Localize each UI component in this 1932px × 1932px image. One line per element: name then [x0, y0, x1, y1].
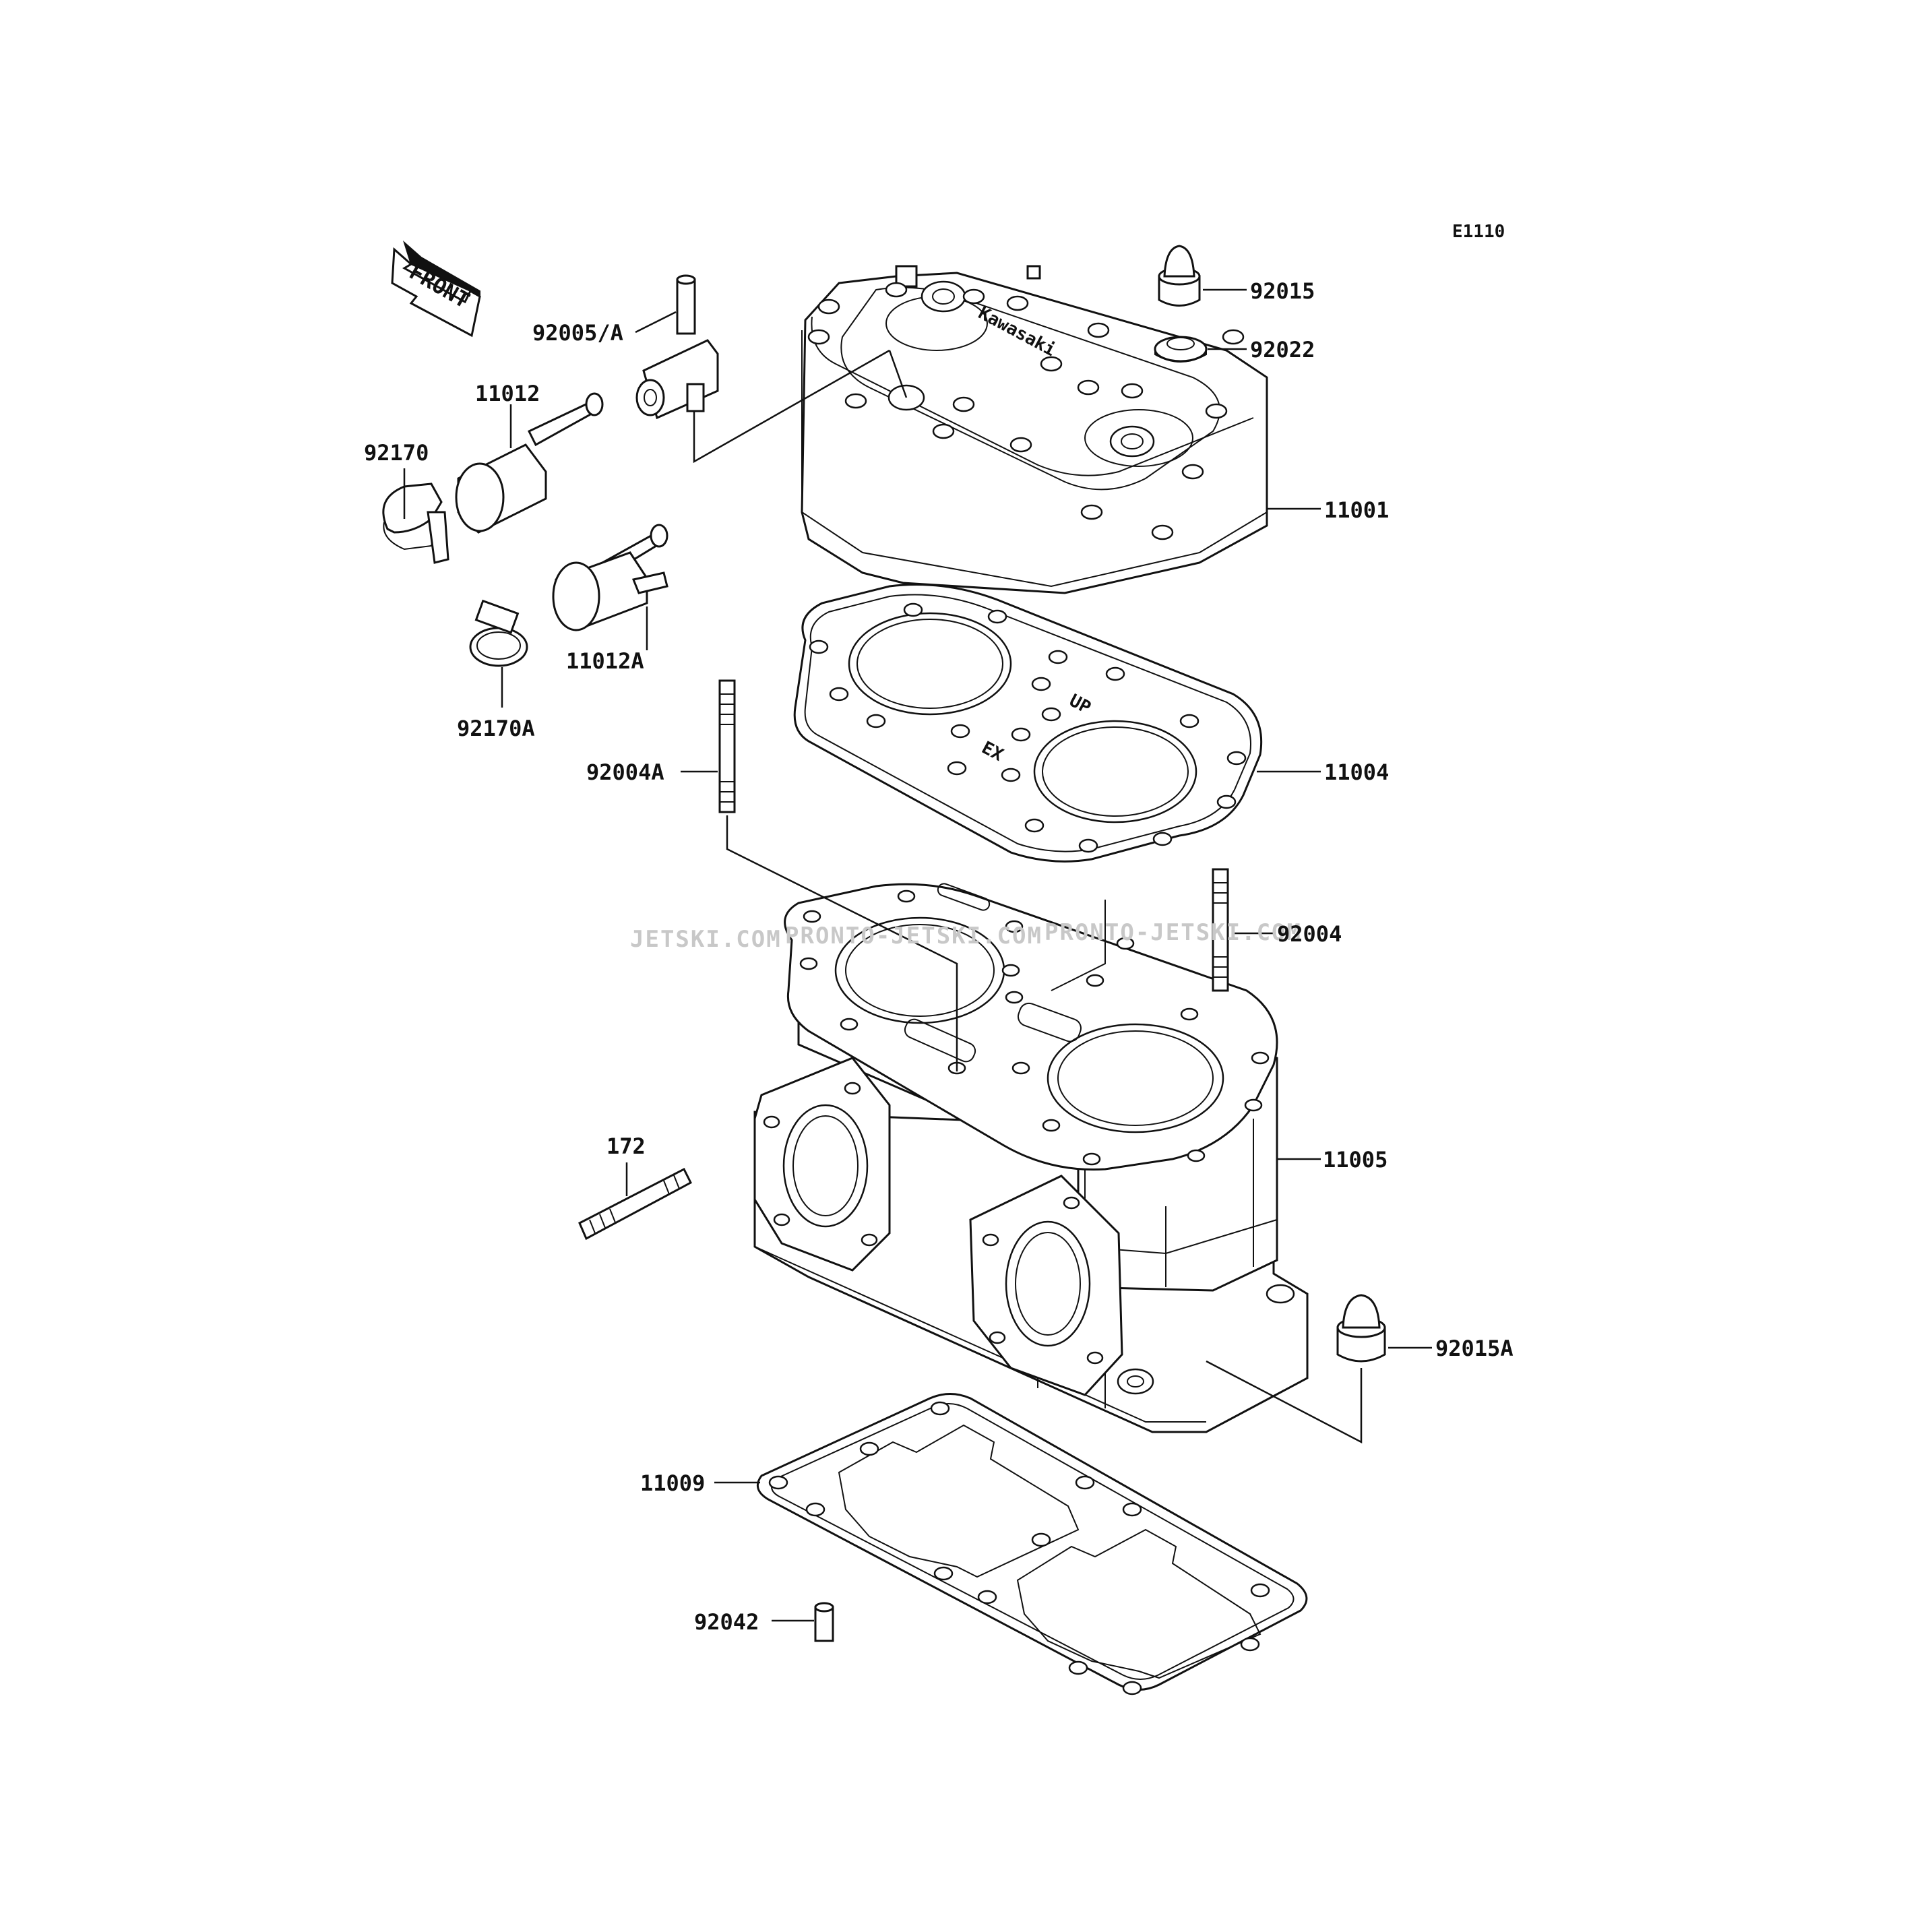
label-92015A: 92015A [1435, 1336, 1514, 1361]
dowel-92042 [814, 1602, 834, 1642]
svg-text:PRONTO-JETSKI.COM: PRONTO-JETSKI.COM [785, 923, 1042, 949]
cylinder-block [753, 883, 1309, 1433]
head-gasket: UP EX [793, 584, 1263, 863]
clamp-92170A [469, 599, 528, 667]
stud-92004A [718, 679, 736, 813]
base-gasket-bolt-holes [768, 1401, 1270, 1695]
cylinder-head: Kawasaki [801, 265, 1268, 594]
label-92022: 92022 [1250, 337, 1315, 363]
base-gasket [756, 1393, 1308, 1695]
label-172: 172 [606, 1133, 646, 1159]
pipe-11012 [455, 392, 604, 534]
front-arrow-icon: FRONT [391, 240, 481, 338]
label-11012: 11012 [475, 381, 540, 406]
stud-92004 [1212, 868, 1229, 992]
cap-nut-92015 [1158, 245, 1201, 307]
svg-text:PRONTO-JETSKI.COM: PRONTO-JETSKI.COM [1045, 919, 1302, 946]
label-11001: 11001 [1324, 497, 1389, 523]
label-11005: 11005 [1323, 1147, 1388, 1173]
pipe-11012A [552, 524, 668, 631]
watermark: JETSKI.COM PRONTO-JETSKI.COM PRONTO-JETS… [630, 919, 1302, 953]
label-92170A: 92170A [457, 716, 535, 741]
label-11004: 11004 [1324, 759, 1389, 785]
label-92042: 92042 [694, 1609, 759, 1635]
exhaust-port-flange-1 [753, 1057, 891, 1272]
svg-text:JETSKI.COM: JETSKI.COM [630, 926, 782, 953]
head-gasket-bolt-holes [809, 602, 1247, 853]
leader-lines [403, 288, 1432, 1622]
label-11012A: 11012A [566, 648, 644, 674]
head-bolt-holes [807, 282, 1245, 540]
part-labels: 92015 92022 92005/A 11012 92170 11001 11… [364, 278, 1514, 1635]
diagram-code: E1110 [1452, 222, 1505, 242]
label-92004A: 92004A [586, 759, 664, 785]
block-bolt-holes [799, 890, 1270, 1166]
washer-92022 [1154, 336, 1208, 363]
fitting-92005A [635, 274, 719, 420]
label-92004: 92004 [1277, 921, 1342, 947]
cap-nut-92015A [1336, 1294, 1386, 1363]
exhaust-port-flange-2 [969, 1175, 1123, 1396]
stud-172 [578, 1167, 692, 1241]
label-92170: 92170 [364, 440, 429, 466]
label-11009: 11009 [640, 1470, 705, 1496]
label-92015: 92015 [1250, 278, 1315, 304]
label-92005A: 92005/A [532, 320, 623, 346]
clamp-92170 [382, 482, 449, 564]
